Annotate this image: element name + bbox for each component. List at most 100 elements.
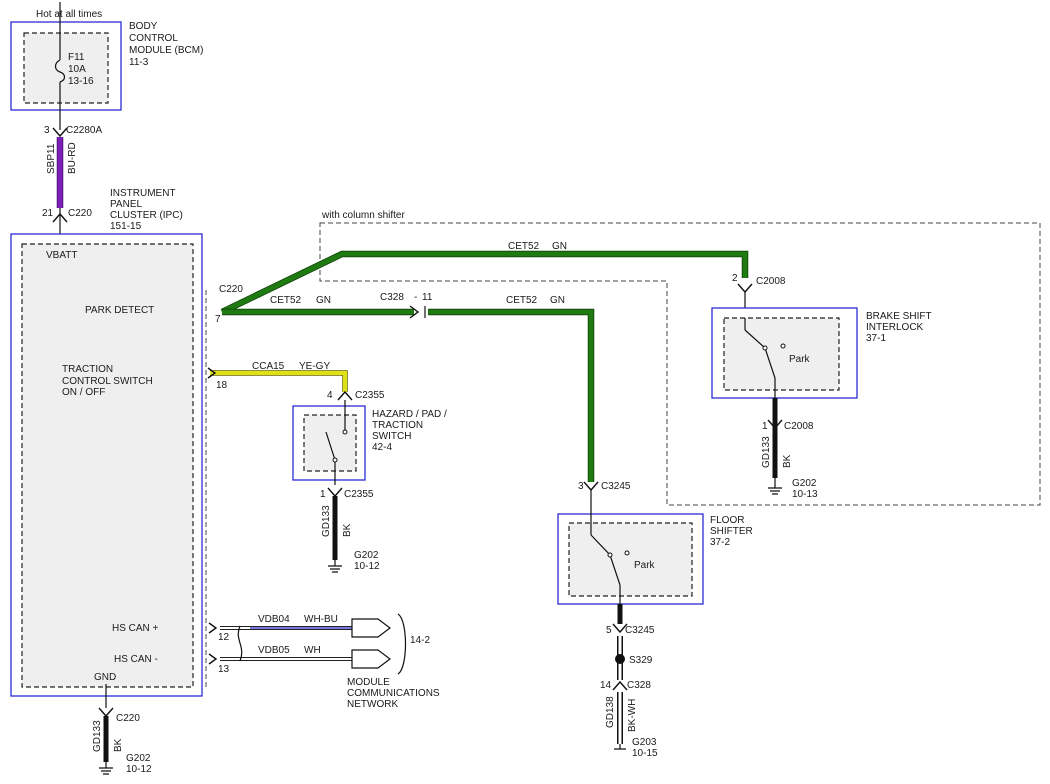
c328-inline-connector-icon[interactable] bbox=[409, 305, 420, 319]
floor-name-1: FLOOR bbox=[710, 515, 744, 526]
vdb05-arrow-icon[interactable] bbox=[351, 649, 391, 669]
c2008-top-connector-icon[interactable] bbox=[737, 283, 753, 294]
fuse-ref: 13-16 bbox=[68, 76, 94, 87]
c328-bot-connector-icon[interactable] bbox=[612, 680, 628, 691]
ipc-traction-2: CONTROL SWITCH bbox=[62, 376, 153, 387]
brake-interlock-inner bbox=[723, 317, 840, 391]
ipc-pin12-connector-icon[interactable] bbox=[208, 622, 218, 634]
c3245-top-pin: 3 bbox=[578, 481, 584, 492]
vdb04-pin: 12 bbox=[218, 632, 230, 643]
hazard-contact-top bbox=[342, 429, 348, 435]
ipc-traction-3: ON / OFF bbox=[62, 387, 105, 398]
ground-g202-mid-icon bbox=[328, 560, 342, 573]
bcm-name-2: CONTROL bbox=[129, 33, 178, 44]
interlock-park-contact bbox=[780, 343, 786, 349]
sbp11-color: BU-RD bbox=[67, 142, 78, 174]
vdb04-arrow-icon[interactable] bbox=[351, 618, 391, 638]
column-shifter-label: with column shifter bbox=[321, 210, 405, 221]
c3245-top-id: C3245 bbox=[601, 481, 631, 492]
floor-name-2: SHIFTER bbox=[710, 526, 753, 537]
c220-top-id: C220 bbox=[68, 208, 92, 219]
c328-mid-dash: - bbox=[414, 292, 417, 303]
c2008-top-pin: 2 bbox=[732, 273, 738, 284]
gd133-right-ref: 10-13 bbox=[792, 489, 818, 500]
ipc-gnd-color: BK bbox=[113, 738, 124, 752]
ipc-hs-can-minus: HS CAN - bbox=[114, 654, 158, 665]
ground-g203-icon bbox=[614, 744, 626, 750]
c2355-bot-pin: 1 bbox=[320, 489, 326, 500]
vdb05-circuit: VDB05 bbox=[258, 645, 290, 656]
bcm-inner bbox=[23, 32, 109, 104]
park-conn-pin: 7 bbox=[215, 314, 221, 325]
gd133-right-circuit: GD133 bbox=[761, 436, 772, 468]
c2280a-connector-icon[interactable] bbox=[52, 127, 68, 138]
c3245-bot-connector-icon[interactable] bbox=[612, 623, 628, 634]
ipc-gnd: GND bbox=[94, 672, 116, 683]
interlock-name-1: BRAKE SHIFT bbox=[866, 311, 932, 322]
vdb05-pin: 13 bbox=[218, 664, 230, 675]
c2008-top-id: C2008 bbox=[756, 276, 786, 287]
cet52-upper-wire[interactable] bbox=[220, 251, 748, 315]
ipc-gnd-circuit: GD133 bbox=[92, 720, 103, 752]
ipc-name-1: INSTRUMENT bbox=[110, 188, 176, 199]
c3245-bot-pin: 5 bbox=[606, 625, 612, 636]
floor-park-contact bbox=[624, 550, 630, 556]
fuse-rating: 10A bbox=[68, 64, 86, 75]
cca15-ipc-pin: 18 bbox=[216, 380, 228, 391]
ipc-hs-can-plus: HS CAN + bbox=[112, 623, 159, 634]
c328-bot-id: C328 bbox=[627, 680, 651, 691]
c2355-top-id: C2355 bbox=[355, 390, 385, 401]
fuse-f11-icon[interactable] bbox=[54, 59, 66, 83]
c2280a-id: C2280A bbox=[66, 125, 102, 136]
hazard-switch-inner bbox=[303, 414, 357, 472]
cca15-color: YE-GY bbox=[299, 361, 330, 372]
c3245-top-connector-icon[interactable] bbox=[583, 481, 599, 492]
ipc-gnd-ref: 10-12 bbox=[126, 764, 152, 775]
cet52-lower-color: GN bbox=[316, 295, 331, 306]
splice-s329-icon[interactable] bbox=[615, 654, 625, 664]
cet52-lower-wire-b-edge bbox=[428, 308, 595, 482]
interlock-switch-contact bbox=[762, 345, 768, 351]
floor-switch-contact bbox=[607, 552, 613, 558]
c2355-top-connector-icon[interactable] bbox=[337, 390, 353, 401]
hazard-ref: 42-4 bbox=[372, 442, 392, 453]
gd133-mid-ground: G202 bbox=[354, 550, 379, 561]
ipc-pin18-connector-icon[interactable] bbox=[207, 367, 217, 379]
cca15-wire[interactable] bbox=[210, 371, 347, 392]
cet52-right-color: GN bbox=[550, 295, 565, 306]
gd133-right-color: BK bbox=[782, 454, 793, 468]
bcm-name-1: BODY bbox=[129, 21, 158, 32]
ipc-gnd-connector-icon[interactable] bbox=[98, 707, 114, 718]
cet52-lower-wire-b[interactable] bbox=[428, 309, 594, 482]
ground-g202-ipc-icon bbox=[99, 762, 113, 775]
cca15-circuit: CCA15 bbox=[252, 361, 285, 372]
sbp11-circuit: SBP11 bbox=[46, 143, 57, 174]
ipc-traction-1: TRACTION bbox=[62, 364, 113, 375]
interlock-name-2: INTERLOCK bbox=[866, 322, 924, 333]
c2355-bot-connector-icon[interactable] bbox=[327, 487, 343, 498]
ipc-pin13-connector-icon[interactable] bbox=[208, 653, 218, 665]
c2280a-pin: 3 bbox=[44, 125, 50, 136]
network-name-2: COMMUNICATIONS bbox=[347, 688, 440, 699]
floor-park-label: Park bbox=[634, 560, 656, 571]
gd133-mid-color: BK bbox=[342, 523, 353, 537]
floor-ref: 37-2 bbox=[710, 537, 730, 548]
network-name-3: NETWORK bbox=[347, 699, 398, 710]
c328-mid-id: C328 bbox=[380, 292, 404, 303]
fuse-id: F11 bbox=[68, 52, 85, 63]
ipc-ref: 151-15 bbox=[110, 221, 142, 232]
hot-at-all-times-label: Hot at all times bbox=[36, 9, 102, 20]
cet52-upper-color: GN bbox=[552, 241, 567, 252]
interlock-park-label: Park bbox=[789, 354, 811, 365]
gd133-mid-circuit: GD133 bbox=[321, 505, 332, 537]
c2355-bot-id: C2355 bbox=[344, 489, 374, 500]
ipc-name-3: CLUSTER (IPC) bbox=[110, 210, 183, 221]
ipc-vbatt: VBATT bbox=[46, 250, 77, 261]
network-bracket-icon bbox=[397, 613, 407, 675]
ipc-gnd-conn-id: C220 bbox=[116, 713, 140, 724]
park-conn-id: C220 bbox=[219, 284, 243, 295]
c328-mid-pin: 11 bbox=[422, 292, 433, 303]
c220-top-pin: 21 bbox=[42, 208, 54, 219]
ipc-name-2: PANEL bbox=[110, 199, 142, 210]
